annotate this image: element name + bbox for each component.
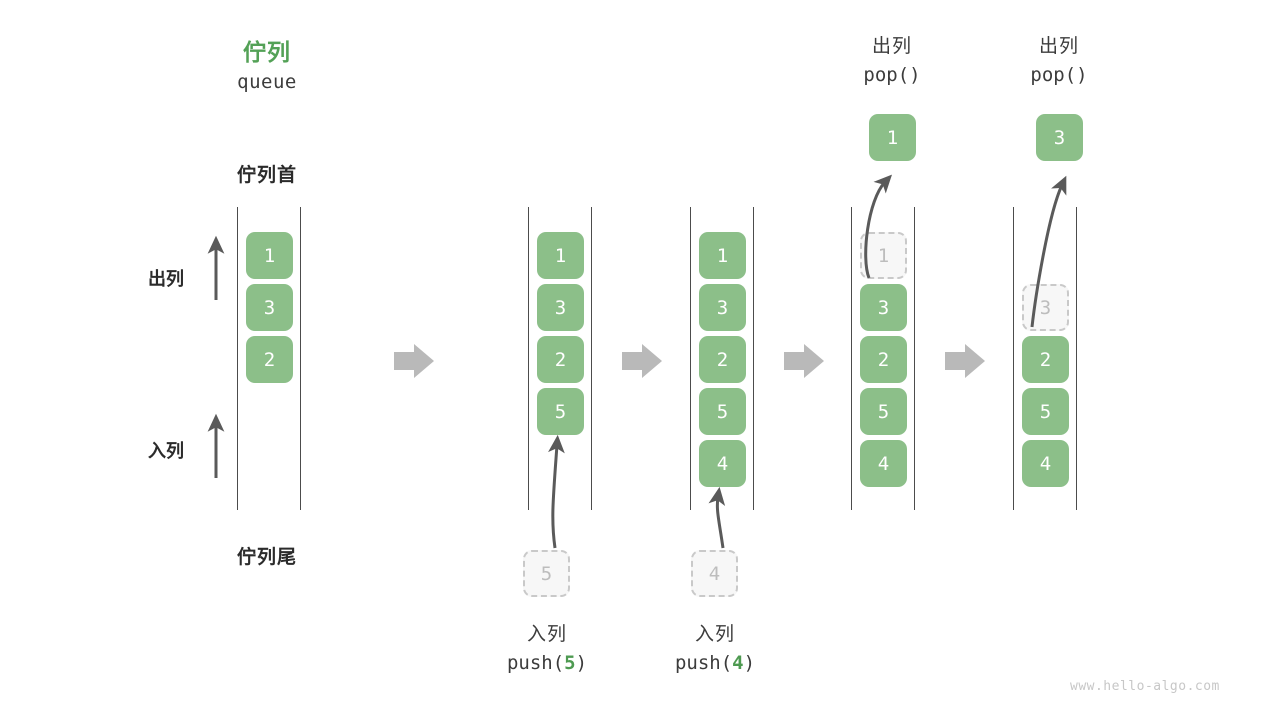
caption-push-5-fn: push( [506,652,565,675]
queue-rail-left [237,207,238,510]
queue-rail-right [1076,207,1077,510]
dequeue-direction-label: 出列 [148,269,184,289]
watermark: www.hello-algo.com [1070,679,1220,694]
caption-pop-3-cn: 出列 [1038,36,1079,57]
caption-pop-3-close: ) [1076,64,1088,87]
caption-push-5-arg: 5 [564,652,576,675]
step-arrow-3 [784,344,824,378]
queue-cell: 3 [860,284,907,331]
queue-cell: 3 [699,284,746,331]
queue-rail-left [851,207,852,510]
caption-push-4-arg: 4 [732,652,744,675]
caption-pop-3-code: pop() [978,61,1140,90]
queue-cell: 2 [699,336,746,383]
push-arrow-5 [548,434,565,549]
queue-cell: 5 [1022,388,1069,435]
queue-cell: 3 [246,284,293,331]
push-arrow-4 [708,486,726,549]
queue-cell: 4 [860,440,907,487]
page-title-en: queue [237,71,297,93]
enqueue-direction-label: 入列 [148,441,184,461]
caption-pop-3: 出列 pop() [978,32,1140,91]
queue-cell: 3 [1022,284,1069,331]
step-arrow-4 [945,344,985,378]
queue-rail-left [1013,207,1014,510]
caption-push-4-close: ) [743,652,756,675]
page-title-cn: 佇列 [243,39,291,65]
caption-push-5-code: push(5) [466,649,628,678]
queue-cell: 1 [537,232,584,279]
queue-head-label: 佇列首 [236,165,297,186]
queue-rail-left [690,207,691,510]
queue-rail-right [753,207,754,510]
queue-cell: 5 [537,388,584,435]
caption-push-5-cn: 入列 [526,624,567,645]
queue-rail-right [300,207,301,510]
caption-push-4-code: push(4) [634,649,796,678]
caption-pop-1-code: pop() [811,61,973,90]
queue-rail-right [591,207,592,510]
queue-rail-right [914,207,915,510]
queue-cell: 4 [1022,440,1069,487]
caption-pop-1: 出列 pop() [811,32,973,91]
queue-cell: 5 [860,388,907,435]
queue-cell: 2 [537,336,584,383]
queue-cell: 2 [860,336,907,383]
caption-push-4: 入列 push(4) [634,620,796,679]
queue-cell: 5 [699,388,746,435]
queue-cell: 2 [1022,336,1069,383]
step-arrow-2 [622,344,662,378]
caption-push-5: 入列 push(5) [466,620,628,679]
pending-push-box-2: 4 [691,550,738,597]
caption-push-4-cn: 入列 [694,624,735,645]
pending-push-box-1: 5 [523,550,570,597]
queue-cell: 1 [860,232,907,279]
caption-pop-1-fn: pop( [863,64,910,87]
popped-value-box-1: 1 [869,114,916,161]
queue-cell: 4 [699,440,746,487]
queue-cell: 2 [246,336,293,383]
caption-push-4-fn: push( [674,652,733,675]
caption-pop-1-close: ) [909,64,921,87]
caption-push-5-close: ) [575,652,588,675]
queue-tail-label: 佇列尾 [236,547,297,568]
queue-cell: 1 [699,232,746,279]
step-arrow-1 [394,344,434,378]
queue-cell: 1 [246,232,293,279]
queue-rail-left [528,207,529,510]
caption-pop-1-cn: 出列 [871,36,912,57]
caption-pop-3-fn: pop( [1030,64,1077,87]
popped-value-box-2: 3 [1036,114,1083,161]
queue-cell: 3 [537,284,584,331]
